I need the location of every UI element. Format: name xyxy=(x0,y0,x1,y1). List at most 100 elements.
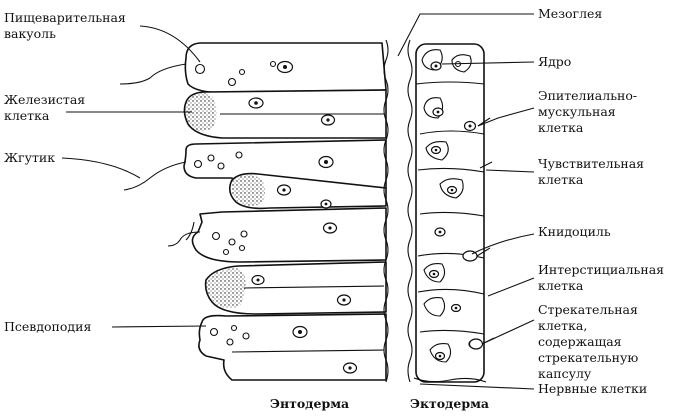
labels: Пищеварительная вакуоль Железистая клетк… xyxy=(4,6,664,411)
nucleolus xyxy=(283,65,287,69)
label-gland-cell-l1: Железистая xyxy=(4,92,85,107)
leader-nucleus xyxy=(441,61,535,65)
label-food-vacuole-l2: вакуоль xyxy=(4,26,56,41)
leader-stinging xyxy=(481,319,535,345)
food-vacuole xyxy=(194,63,206,75)
label-endoderm: Энтодерма xyxy=(270,396,349,411)
leader-epithelial xyxy=(477,107,535,127)
nucleolus xyxy=(468,124,472,128)
label-food-vacuole-l1: Пищеварительная xyxy=(4,10,126,25)
label-interstitial-l2: клетка xyxy=(538,278,584,293)
label-stinging-l1: Стрекательная xyxy=(538,302,638,317)
nucleolus xyxy=(326,118,330,122)
cell-boundary xyxy=(417,252,485,259)
food-vacuole xyxy=(242,332,250,340)
leader-cnidocil xyxy=(471,233,535,255)
secretory-granules xyxy=(206,268,246,309)
food-vacuole xyxy=(211,231,221,241)
nucleolus xyxy=(438,230,442,234)
nucleolus xyxy=(454,306,458,310)
cell-boundary xyxy=(417,167,485,173)
nucleolus xyxy=(254,101,258,105)
cell-boundary xyxy=(419,130,485,135)
nucleolus xyxy=(432,272,436,276)
cell-boundary xyxy=(243,285,385,289)
food-vacuole xyxy=(226,338,234,346)
leader-nerve-cells xyxy=(419,383,535,390)
endoderm-layer xyxy=(119,42,387,381)
food-vacuole xyxy=(209,327,219,337)
nucleolus xyxy=(434,148,438,152)
label-nucleus: Ядро xyxy=(538,54,571,69)
label-stinging-l3: содержащая xyxy=(538,334,622,349)
food-vacuole xyxy=(230,324,238,332)
ectoderm-layer xyxy=(413,43,495,383)
nucleolus xyxy=(436,110,440,114)
label-stinging-l4: стрекательную xyxy=(538,350,638,365)
label-epithelial-l3: клетка xyxy=(538,120,584,135)
label-stinging-l2: клетка, xyxy=(538,318,587,333)
cnidocil xyxy=(476,247,491,257)
food-vacuole xyxy=(238,68,246,76)
stinging-capsule xyxy=(468,338,484,350)
label-pseudopodia: Псевдоподия xyxy=(4,319,91,334)
nucleolus xyxy=(434,64,438,68)
nucleolus xyxy=(282,188,286,192)
interstitial-cell xyxy=(429,343,452,363)
nucleolus xyxy=(328,226,332,230)
flagellum xyxy=(119,63,187,85)
flagellum xyxy=(167,231,201,247)
interstitial-cell xyxy=(423,263,446,283)
label-sensory-l2: клетка xyxy=(538,172,584,187)
interstitial-cell xyxy=(451,54,472,73)
label-gland-cell-l2: клетка xyxy=(4,108,50,123)
label-sensory-l1: Чувствительная xyxy=(538,156,644,171)
nucleolus xyxy=(450,188,454,192)
nucleolus xyxy=(324,160,328,164)
nerve-fiber xyxy=(413,377,487,383)
leader-lines xyxy=(61,13,535,390)
cell-boundary xyxy=(415,81,485,85)
digestive-cell-bottom xyxy=(198,313,387,381)
label-epithelial-l2: мускульная xyxy=(538,104,616,119)
leader-sensory xyxy=(485,169,535,173)
gland-cell-middle xyxy=(228,172,387,210)
nucleolus xyxy=(324,202,328,206)
cell-boundary xyxy=(419,329,485,335)
food-vacuole xyxy=(217,162,225,170)
food-vacuole xyxy=(240,230,248,238)
interstitial-cell xyxy=(425,141,449,161)
nucleolus xyxy=(342,298,346,302)
flagellum xyxy=(185,221,195,241)
food-vacuole xyxy=(228,238,236,246)
cell-boundary xyxy=(419,211,485,217)
leader-flagellum xyxy=(61,157,141,179)
food-vacuole xyxy=(269,60,277,68)
label-flagellum: Жгутик xyxy=(4,150,55,165)
label-ectoderm: Эктодерма xyxy=(410,396,489,411)
mesoglea-layer xyxy=(383,39,413,383)
interstitial-cell xyxy=(421,49,443,71)
food-vacuole xyxy=(222,248,230,256)
cell-boundary xyxy=(417,288,485,295)
label-nerve-cells: Нервные клетки xyxy=(538,381,647,396)
nucleolus xyxy=(256,278,260,282)
nucleolus xyxy=(298,330,302,334)
secretory-granules xyxy=(231,174,265,206)
interstitial-cell xyxy=(423,97,444,119)
leader-interstitial xyxy=(487,277,535,297)
label-stinging-l5: капсулу xyxy=(538,366,592,381)
cell-boundary xyxy=(231,349,385,353)
label-interstitial-l1: Интерстициальная xyxy=(538,262,664,277)
nucleolus xyxy=(348,366,352,370)
interstitial-cell xyxy=(423,297,446,317)
secretory-granules xyxy=(185,93,217,132)
food-vacuole xyxy=(227,77,237,87)
label-cnidocil: Книдоциль xyxy=(538,224,611,239)
food-vacuole xyxy=(207,154,215,162)
sensory-hair xyxy=(479,161,493,169)
mesoglea-left-edge xyxy=(383,39,389,383)
interstitial-cell xyxy=(439,178,464,199)
